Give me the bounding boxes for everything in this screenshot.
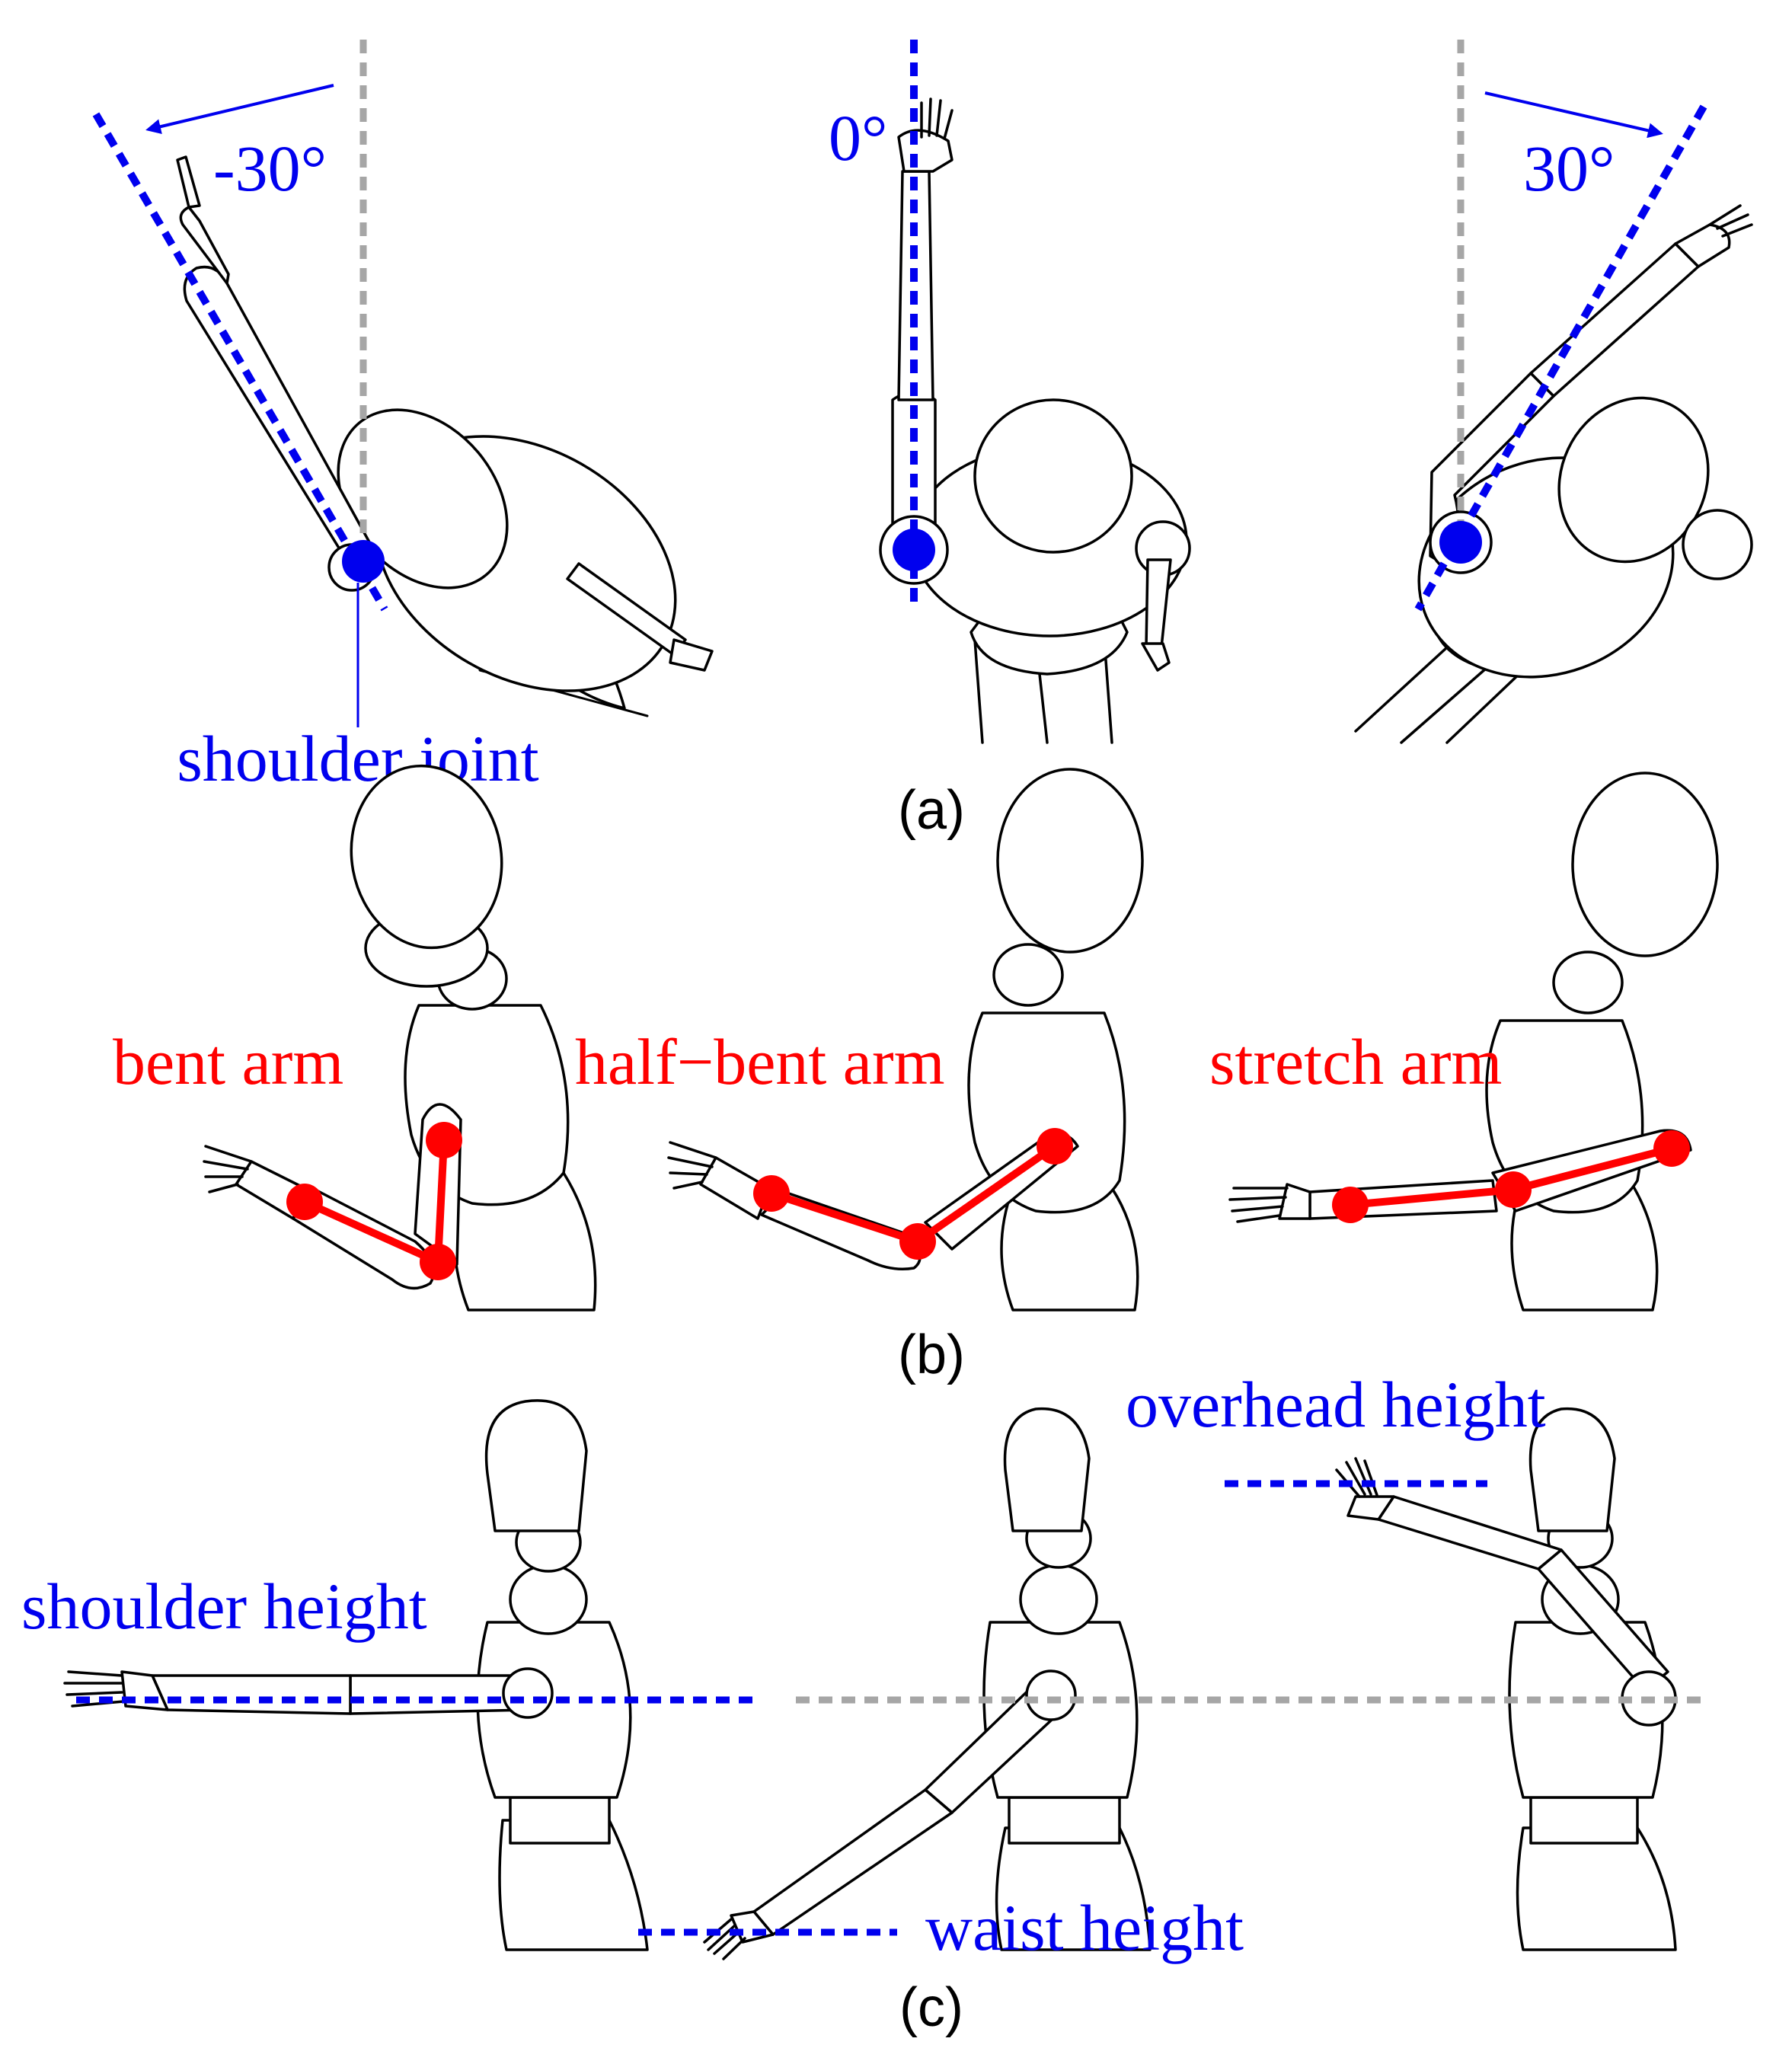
panel-a: -30° shoulder joint 0° — [92, 40, 1753, 841]
pose-label-bent-arm: bent arm — [113, 1025, 343, 1098]
panel-label-b: (b) — [898, 1324, 965, 1385]
angle-label-30: 30° — [1523, 132, 1615, 205]
shoulder-joint-marker-a2 — [893, 529, 935, 571]
panel-c: shoulder height waist height — [21, 1368, 1710, 2038]
mannequin-c2 — [703, 1407, 1152, 1960]
mannequin-a2 — [879, 97, 1191, 744]
skeleton-stretch-arm — [1332, 1130, 1690, 1223]
pose-label-half-bent-arm: half−bent arm — [575, 1025, 944, 1098]
skeleton-bent-arm — [286, 1122, 462, 1280]
height-label-waist: waist height — [925, 1891, 1244, 1964]
mannequin-c3 — [1335, 1407, 1677, 1951]
panel-b: bent arm half−bent arm — [113, 764, 1719, 1385]
shoulder-joint-marker-a3 — [1439, 521, 1482, 564]
mannequin-b2 — [667, 768, 1144, 1312]
angle-label-0: 0° — [829, 101, 887, 174]
mannequin-a1 — [176, 155, 714, 717]
pose-label-stretch-arm: stretch arm — [1209, 1025, 1502, 1098]
height-label-overhead: overhead height — [1126, 1368, 1546, 1441]
skeleton-half-bent-arm — [753, 1128, 1073, 1260]
angle-arrow-a1 — [145, 84, 334, 135]
arm-axis-a1 — [92, 112, 388, 612]
angle-label-neg30: -30° — [213, 132, 327, 205]
mannequin-a3 — [1354, 204, 1753, 744]
panel-label-c: (c) — [899, 1977, 963, 2038]
panel-label-a: (a) — [898, 780, 965, 841]
shoulder-joint-label: shoulder joint — [177, 722, 538, 795]
height-label-shoulder: shoulder height — [21, 1570, 427, 1643]
mannequin-c1 — [63, 1399, 649, 1951]
angle-arrow-a3 — [1484, 91, 1663, 139]
shoulder-joint-marker — [342, 540, 385, 583]
